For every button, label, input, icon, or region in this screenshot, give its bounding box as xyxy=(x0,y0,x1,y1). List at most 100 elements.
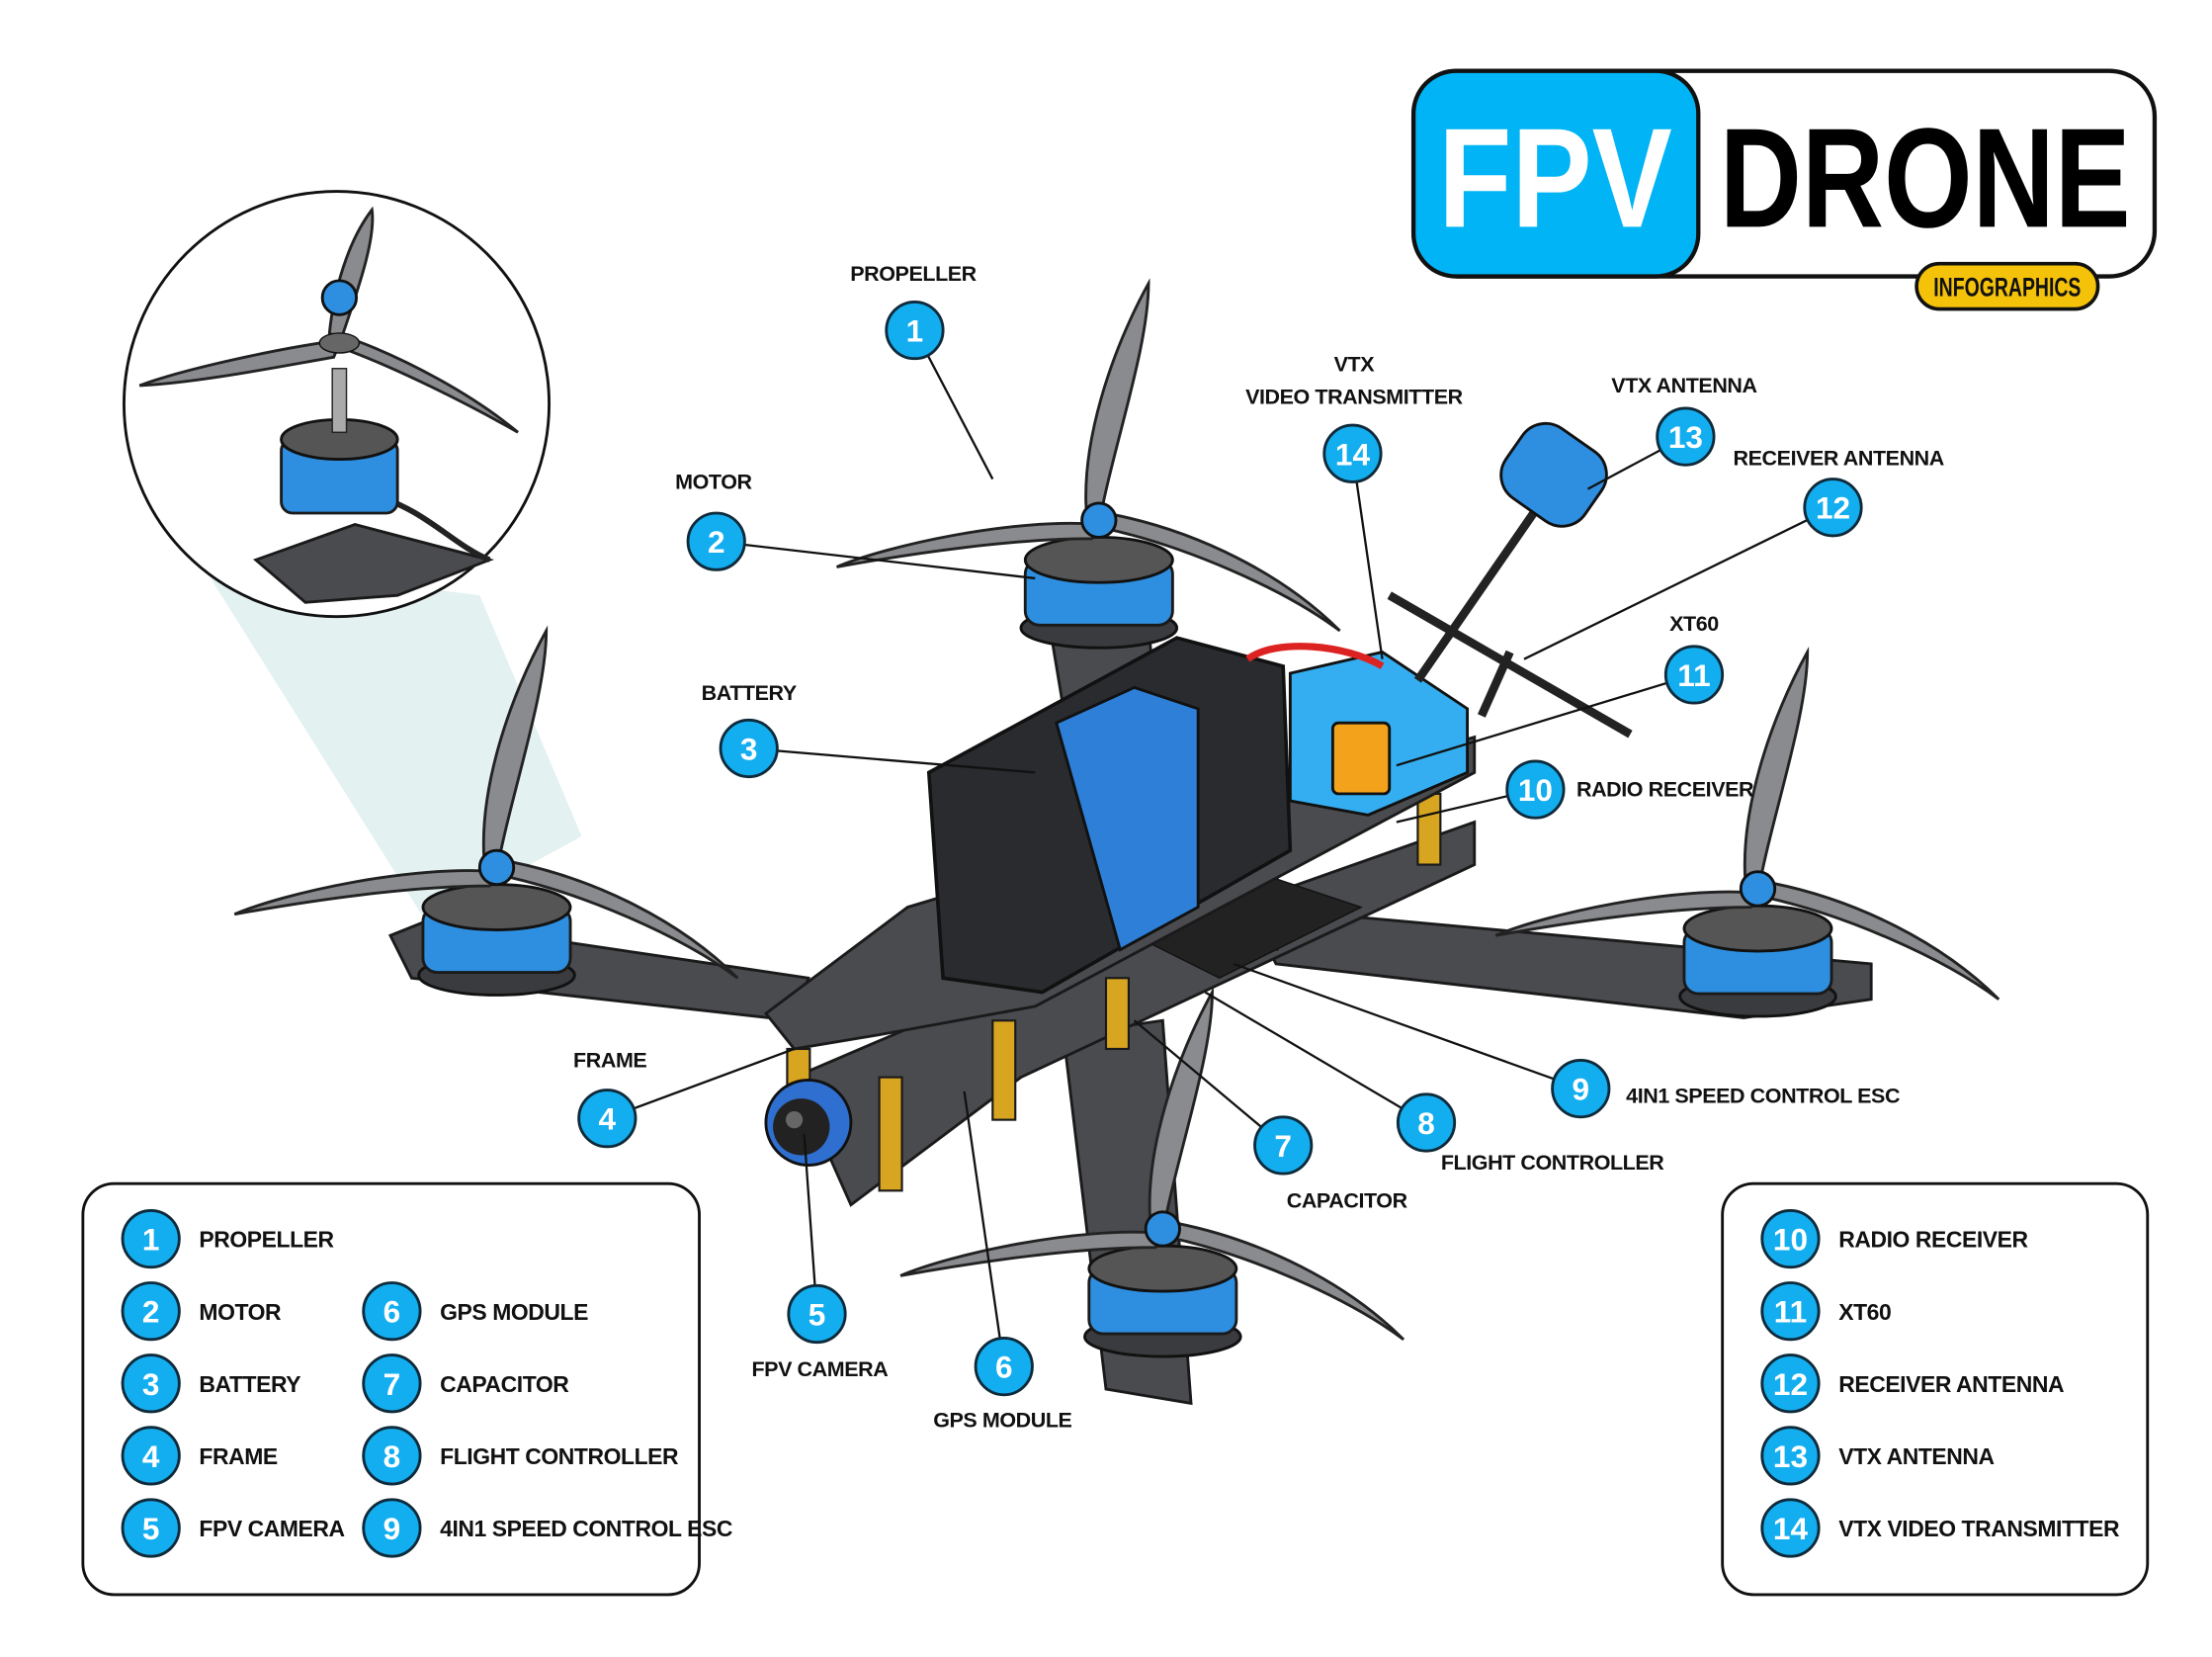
legend-label: FLIGHT CONTROLLER xyxy=(440,1443,679,1469)
callout-label: XT60 xyxy=(1669,612,1719,636)
number-badge xyxy=(719,718,779,779)
callout-12: 12 RECEIVER ANTENNA xyxy=(1523,446,1944,660)
number-badge xyxy=(686,511,746,571)
legend-number: 7 xyxy=(383,1366,401,1402)
callout-number: 14 xyxy=(1335,436,1371,472)
callout-label: RADIO RECEIVER xyxy=(1576,778,1754,802)
legend-number: 6 xyxy=(383,1294,401,1330)
number-badge xyxy=(1760,1353,1821,1414)
motor-mount-detail xyxy=(123,190,582,921)
legend-label: BATTERY xyxy=(199,1371,300,1397)
callout-label: PROPELLER xyxy=(850,262,977,286)
leader-line xyxy=(963,1090,1005,1367)
legend-label: RADIO RECEIVER xyxy=(1838,1227,2028,1253)
propeller-blade xyxy=(1148,987,1214,1235)
callout-number: 4 xyxy=(599,1101,617,1137)
number-badge xyxy=(885,300,945,361)
propeller-blade xyxy=(233,869,499,916)
logo-drone-text: DRONE xyxy=(1720,99,2131,257)
propeller-blade xyxy=(1084,278,1150,526)
propeller-blade xyxy=(481,625,549,874)
legend-label: FPV CAMERA xyxy=(199,1516,344,1541)
legend-number: 5 xyxy=(142,1511,160,1546)
callout-label: FRAME xyxy=(573,1049,646,1073)
callout-number: 6 xyxy=(995,1350,1013,1385)
legend-number: 4 xyxy=(142,1439,160,1474)
callout-label: CAPACITOR xyxy=(1287,1189,1408,1213)
leader-line xyxy=(716,540,1036,580)
callout-number: 9 xyxy=(1573,1072,1590,1107)
propeller-blade xyxy=(899,1230,1165,1277)
callout-10: 10 RADIO RECEIVER xyxy=(1396,759,1754,824)
legend-label: GPS MODULE xyxy=(440,1299,588,1325)
number-badge xyxy=(121,1498,181,1558)
legend-item: 5 FPV CAMERA xyxy=(121,1498,345,1558)
number-badge xyxy=(362,1353,422,1414)
number-badge xyxy=(121,1353,181,1414)
number-badge xyxy=(121,1426,181,1486)
legend-number: 11 xyxy=(1774,1294,1807,1330)
callout-number: 7 xyxy=(1274,1128,1292,1164)
number-badge xyxy=(1322,423,1383,483)
callout-number: 3 xyxy=(740,731,758,766)
callout-number: 10 xyxy=(1518,772,1553,808)
number-badge xyxy=(1803,478,1863,538)
leader-line xyxy=(803,1133,818,1315)
number-badge xyxy=(1760,1281,1821,1342)
legend-item: 6 GPS MODULE xyxy=(362,1281,589,1342)
callout-4: 4 FRAME xyxy=(573,1047,795,1149)
legend-number: 9 xyxy=(383,1511,401,1546)
number-badge xyxy=(121,1281,181,1342)
motor-assembly xyxy=(1494,646,2000,1018)
callout-number: 12 xyxy=(1816,490,1850,526)
callout-11: 11 XT60 xyxy=(1396,612,1725,767)
callout-number: 5 xyxy=(808,1297,826,1333)
legend-number: 1 xyxy=(142,1222,160,1258)
callout-number: 13 xyxy=(1668,419,1703,455)
number-badge xyxy=(1760,1426,1821,1486)
number-badge xyxy=(1505,759,1566,820)
leader-line xyxy=(606,1047,795,1120)
number-badge xyxy=(1253,1115,1314,1176)
legend-number: 8 xyxy=(383,1439,401,1474)
leader-line xyxy=(1396,673,1695,767)
motor-assembly xyxy=(233,625,739,997)
propeller-blade xyxy=(836,521,1102,568)
legend-number: 2 xyxy=(142,1294,160,1330)
callout-label: RECEIVER ANTENNA xyxy=(1734,446,1944,470)
number-badge xyxy=(362,1281,422,1342)
propeller-blade xyxy=(1103,512,1341,633)
motor-assembly xyxy=(836,278,1341,650)
propeller-blade xyxy=(501,860,739,980)
number-badge xyxy=(1760,1208,1821,1269)
legend-label: VTX VIDEO TRANSMITTER xyxy=(1838,1516,2120,1541)
callout-label-line2: VIDEO TRANSMITTER xyxy=(1245,386,1464,409)
legend-label: 4IN1 SPEED CONTROL ESC xyxy=(440,1516,732,1541)
leader-line xyxy=(1523,506,1833,660)
leader-line xyxy=(748,746,1036,774)
logo-fpv-text: FPV xyxy=(1438,99,1672,257)
number-badge xyxy=(1396,1092,1457,1153)
legend-label: CAPACITOR xyxy=(440,1371,569,1397)
callout-label: GPS MODULE xyxy=(933,1409,1071,1433)
legend-number: 14 xyxy=(1773,1511,1809,1546)
number-badge xyxy=(787,1283,847,1345)
callout-number: 11 xyxy=(1677,657,1710,693)
number-badge xyxy=(577,1089,638,1149)
number-badge xyxy=(1551,1058,1611,1119)
legend-label: RECEIVER ANTENNA xyxy=(1838,1371,2064,1397)
